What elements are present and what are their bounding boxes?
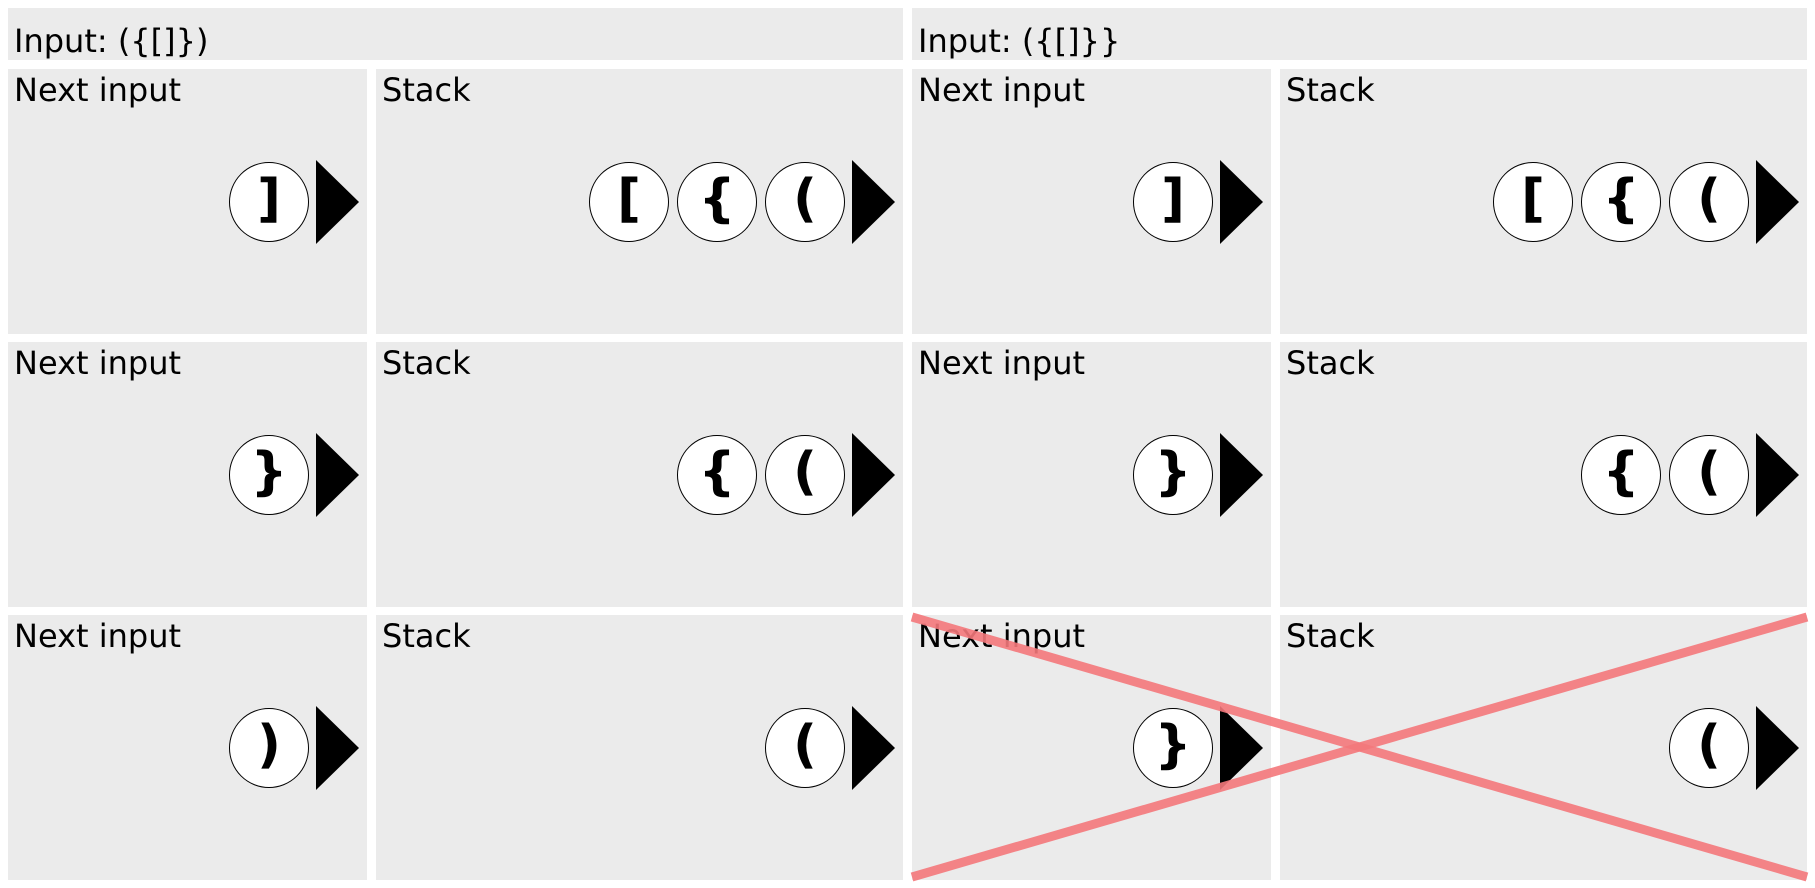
stack-token: ( [1669,162,1749,242]
bracket-token: ] [1133,162,1213,242]
pointer-arrow-icon [1220,706,1263,790]
next-input-queue: } [229,433,359,517]
bracket-token: } [1133,435,1213,515]
stack-label: Stack [382,617,471,655]
stack-top-arrow-icon [1756,433,1799,517]
stack-label: Stack [382,71,471,109]
stack-top-arrow-icon [852,706,895,790]
stack-label: Stack [1286,617,1375,655]
stack-token: ( [765,162,845,242]
panel-2-input-label: Input: ({[]}} [918,22,1121,60]
stack-top-arrow-icon [1756,160,1799,244]
next-input-label: Next input [14,617,182,655]
next-input-label: Next input [14,344,182,382]
panel-1-row-3-stack: Stack ( [376,615,903,880]
bracket-token: } [229,435,309,515]
stack-token: { [677,162,757,242]
panel-2-row-3-stack: Stack ( [1280,615,1807,880]
stack-token: ( [1669,435,1749,515]
stack-contents: [ { ( [589,160,895,244]
panel-2-row-3-next-input: Next input } [912,615,1271,880]
next-input-queue: ] [229,160,359,244]
next-input-label: Next input [14,71,182,109]
panel-1-row-2-next-input: Next input } [8,342,367,607]
panel-2-row-2-stack: Stack { ( [1280,342,1807,607]
stack-contents: ( [1669,706,1799,790]
pointer-arrow-icon [316,160,359,244]
stack-token: { [677,435,757,515]
bracket-token: ) [229,708,309,788]
stack-contents: [ { ( [1493,160,1799,244]
panel-1-row-1-next-input: Next input ] [8,69,367,334]
stack-contents: { ( [1581,433,1799,517]
stack-token: ( [1669,708,1749,788]
pointer-arrow-icon [1220,433,1263,517]
stack-token: ( [765,708,845,788]
stack-token: { [1581,435,1661,515]
stack-token: [ [589,162,669,242]
stack-top-arrow-icon [852,160,895,244]
stack-contents: { ( [677,433,895,517]
next-input-queue: } [1133,433,1263,517]
next-input-queue: ] [1133,160,1263,244]
stack-label: Stack [382,344,471,382]
next-input-label: Next input [918,617,1086,655]
panel-2-row-1-stack: Stack [ { ( [1280,69,1807,334]
stack-token: { [1581,162,1661,242]
pointer-arrow-icon [1220,160,1263,244]
pointer-arrow-icon [316,706,359,790]
next-input-label: Next input [918,344,1086,382]
bracket-token: } [1133,708,1213,788]
stack-label: Stack [1286,344,1375,382]
stack-contents: ( [765,706,895,790]
pointer-arrow-icon [316,433,359,517]
panel-1-row-1-stack: Stack [ { ( [376,69,903,334]
stack-token: [ [1493,162,1573,242]
next-input-queue: } [1133,706,1263,790]
panel-2-row-2-next-input: Next input } [912,342,1271,607]
stack-top-arrow-icon [852,433,895,517]
next-input-queue: ) [229,706,359,790]
panel-1-row-2-stack: Stack { ( [376,342,903,607]
panel-1-row-3-next-input: Next input ) [8,615,367,880]
stack-token: ( [765,435,845,515]
panel-1-input-header: Input: ({[]}) [8,8,903,60]
panel-1-input-label: Input: ({[]}) [14,22,209,60]
panel-2-row-1-next-input: Next input ] [912,69,1271,334]
stack-label: Stack [1286,71,1375,109]
stack-top-arrow-icon [1756,706,1799,790]
bracket-token: ] [229,162,309,242]
panel-2-input-header: Input: ({[]}} [912,8,1807,60]
next-input-label: Next input [918,71,1086,109]
